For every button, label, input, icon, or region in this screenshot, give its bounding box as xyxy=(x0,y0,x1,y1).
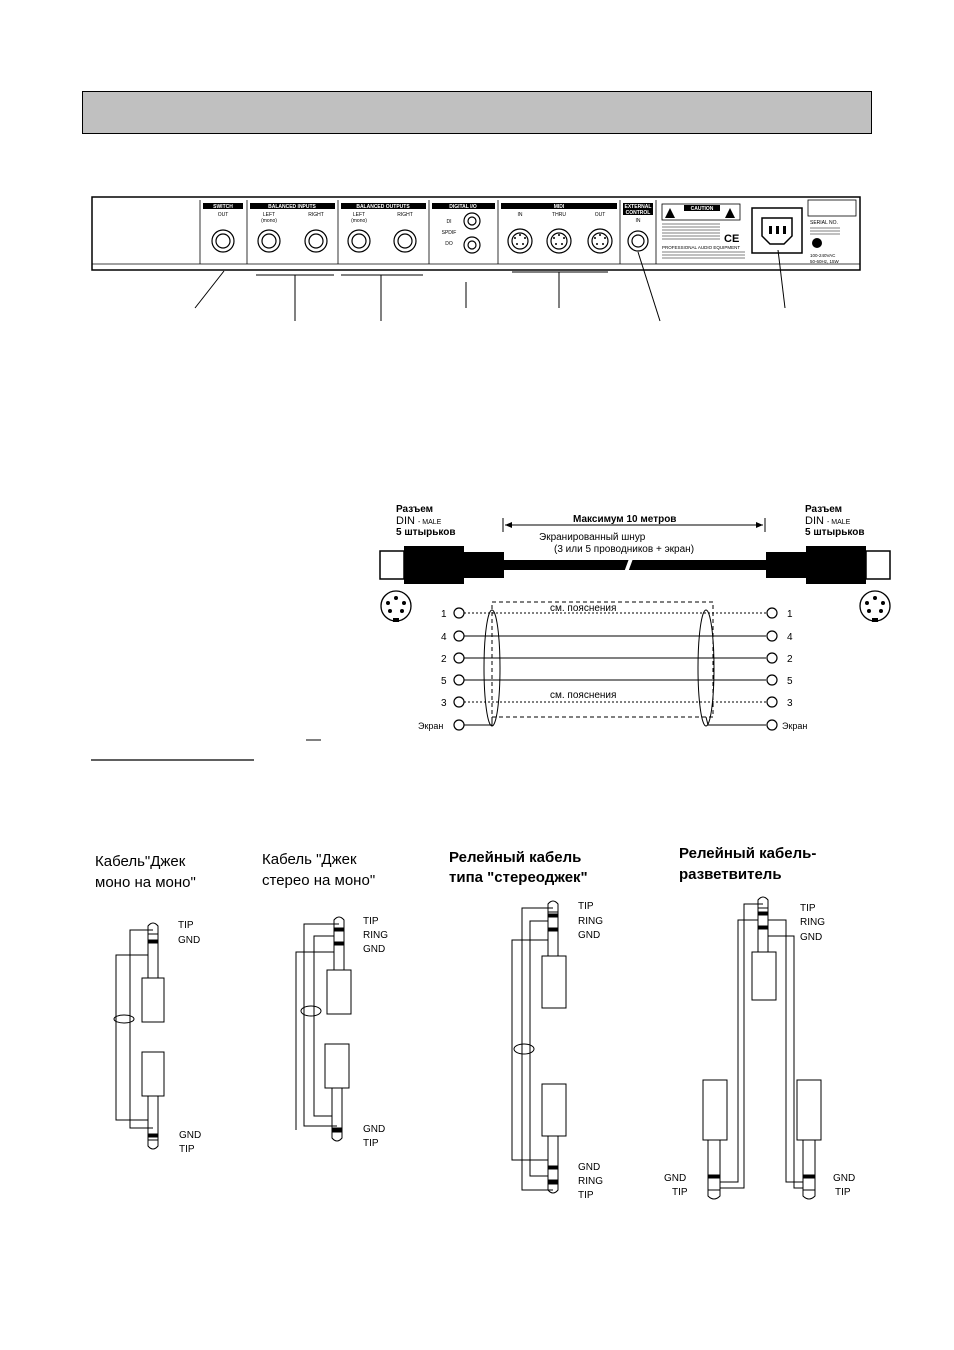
note-bottom: см. пояснения xyxy=(550,690,616,701)
conductors-label: (3 или 5 проводников + экран) xyxy=(554,544,694,555)
c4-gnd-right: GND xyxy=(833,1173,855,1184)
label-switch: SWITCH xyxy=(213,204,233,210)
pin-right-3: 2 xyxy=(787,654,793,665)
c1-gnd-bottom: GND xyxy=(179,1130,201,1141)
label-out-right: RIGHT xyxy=(397,212,413,218)
right-din-label: DIN xyxy=(805,515,824,527)
c1-tip-bottom: TIP xyxy=(179,1144,195,1155)
label-switch-out: OUT xyxy=(218,212,229,218)
pin-right-4: 5 xyxy=(787,676,793,687)
cable3-stereo-insert xyxy=(511,900,567,1194)
c2-tip-top: TIP xyxy=(363,916,379,927)
pin-left-2: 4 xyxy=(441,632,447,643)
label-in-mono: (mono) xyxy=(261,218,277,224)
cable4-title-line1: Релейный кабель- xyxy=(679,845,816,862)
shield-left-label: Экран xyxy=(418,721,443,731)
c1-gnd-top: GND xyxy=(178,935,200,946)
c3-tip-top: TIP xyxy=(578,901,594,912)
label-di: DI xyxy=(447,219,452,225)
c2-ring-top: RING xyxy=(363,930,388,941)
c4-gnd-left: GND xyxy=(664,1173,686,1184)
cable3-title-line1: Релейный кабель xyxy=(449,849,581,866)
c4-tip-left: TIP xyxy=(672,1187,688,1198)
pin-right-2: 4 xyxy=(787,632,793,643)
label-digital-io: DIGITAL I/O xyxy=(449,204,477,210)
cable1-title-line2: моно на моно" xyxy=(95,874,196,891)
pin-left-5: 3 xyxy=(441,698,447,709)
pin-right-1: 1 xyxy=(787,609,793,620)
c4-ring-top: RING xyxy=(800,917,825,928)
left-din-face-icon xyxy=(380,590,412,622)
cable4-insert-splitter xyxy=(702,896,822,1200)
pin-right-5: 3 xyxy=(787,698,793,709)
label-balanced-inputs: BALANCED INPUTS xyxy=(268,204,316,210)
cable2-title-line2: стерео на моно" xyxy=(262,872,375,889)
c2-tip-bottom: TIP xyxy=(363,1138,379,1149)
cable2-title-line1: Кабель "Джек xyxy=(262,851,357,868)
label-in-right: RIGHT xyxy=(308,212,324,218)
c3-gnd-bottom: GND xyxy=(578,1162,600,1173)
shield-right-label: Экран xyxy=(782,721,807,731)
left-connector-title: Разъем xyxy=(396,504,433,515)
left-din-label: DIN xyxy=(396,515,415,527)
cable2-stereo-to-mono xyxy=(295,916,352,1142)
c3-gnd-top: GND xyxy=(578,930,600,941)
left-connector-pins: 5 штырьков xyxy=(396,527,456,538)
label-midi-out: OUT xyxy=(595,212,606,218)
left-male-label: - MALE xyxy=(418,519,442,526)
section-header-bar xyxy=(82,91,872,134)
cable3-title-line2: типа "стереоджек" xyxy=(449,869,588,886)
pin-left-1: 1 xyxy=(441,609,447,620)
label-external: EXTERNAL xyxy=(625,204,652,210)
label-midi-in: IN xyxy=(518,212,523,218)
c4-tip-right: TIP xyxy=(835,1187,851,1198)
c3-tip-bottom: TIP xyxy=(578,1190,594,1201)
label-midi: MIDI xyxy=(554,204,565,210)
note-top: см. пояснения xyxy=(550,603,616,614)
label-midi-thru: THRU xyxy=(552,212,566,218)
label-pro-audio: PROFESSIONAL AUDIO EQUIPMENT xyxy=(662,245,740,250)
c4-gnd-top: GND xyxy=(800,932,822,943)
label-freq: 50-60Hz, 15W xyxy=(810,259,840,264)
right-connector-title: Разъем xyxy=(805,504,842,515)
right-male-label: - MALE xyxy=(827,519,851,526)
label-caution: CAUTION xyxy=(691,206,714,212)
cable1-mono-to-mono xyxy=(113,922,165,1150)
label-serial: SERIAL NO. xyxy=(810,220,838,226)
label-control: CONTROL xyxy=(626,210,651,216)
label-ext-in: IN xyxy=(636,218,641,224)
rear-panel: SWITCH BALANCED INPUTS BALANCED OUTPUTS … xyxy=(91,196,861,322)
c3-ring-bottom: RING xyxy=(578,1176,603,1187)
shielded-label: Экранированный шнур xyxy=(539,532,646,543)
midi-cable-diagram: Разъем 5 штырьков Разъем 5 штырьков Макс… xyxy=(379,504,891,731)
label-out-left: LEFT xyxy=(353,212,365,218)
label-do: DO xyxy=(445,241,453,247)
c2-gnd-bottom: GND xyxy=(363,1124,385,1135)
pin-left-4: 5 xyxy=(441,676,447,687)
label-out-mono: (mono) xyxy=(351,218,367,224)
right-din-face-icon xyxy=(859,590,891,622)
right-connector-pins: 5 штырьков xyxy=(805,527,865,538)
c1-tip-top: TIP xyxy=(178,920,194,931)
cable4-title-line2: разветвитель xyxy=(679,866,782,883)
ce-mark: CE xyxy=(724,233,739,245)
cable1-title-line1: Кабель"Джек xyxy=(95,853,186,870)
c2-gnd-top: GND xyxy=(363,944,385,955)
label-balanced-outputs: BALANCED OUTPUTS xyxy=(356,204,410,210)
label-power: 100-240VAC xyxy=(810,253,836,258)
label-in-left: LEFT xyxy=(263,212,275,218)
pin-left-3: 2 xyxy=(441,654,447,665)
c4-tip-top: TIP xyxy=(800,903,816,914)
max-length-label: Максимум 10 метров xyxy=(573,514,676,525)
c3-ring-top: RING xyxy=(578,916,603,927)
label-spdif: SPDIF xyxy=(442,230,457,236)
